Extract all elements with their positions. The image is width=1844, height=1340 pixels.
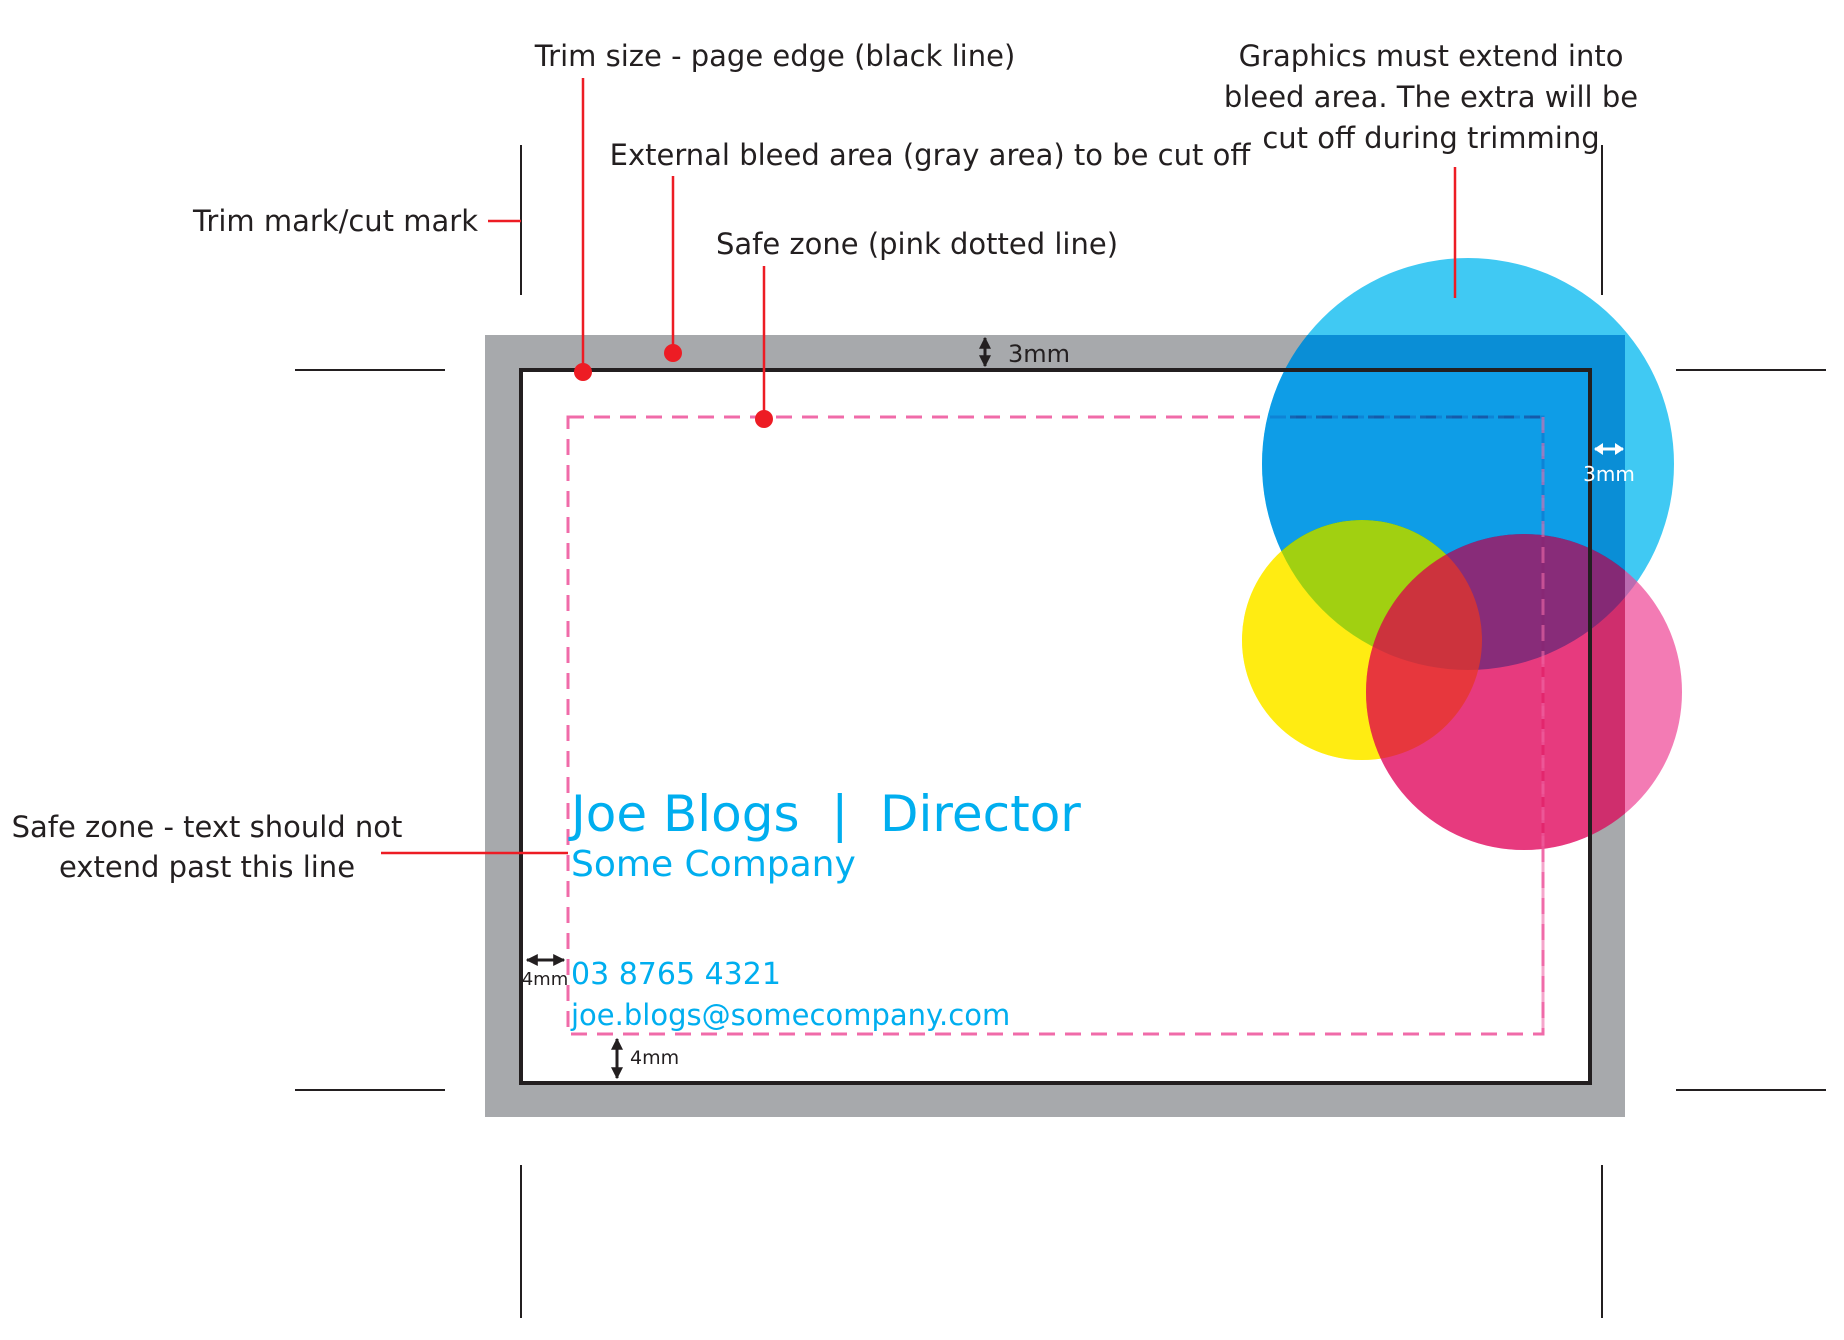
trim-marks (295, 145, 1826, 1318)
dot-trim-size (574, 363, 592, 381)
leader-dots (574, 344, 773, 428)
circle-graphics-outside (1242, 258, 1682, 850)
card-email: joe.blogs@somecompany.com (570, 998, 1010, 1032)
card-phone: 03 8765 4321 (571, 957, 781, 992)
label-graphics-line2: bleed area. The extra will be (1224, 80, 1638, 114)
dot-bleed-area (664, 344, 682, 362)
card-company: Some Company (571, 844, 856, 885)
dim-right-bleed: 3mm (1583, 443, 1635, 486)
dim-right-bleed-head-left (1594, 443, 1603, 455)
label-trim-mark: Trim mark/cut mark (192, 204, 478, 238)
dim-top-bleed-label: 3mm (1008, 340, 1070, 368)
label-trim-size: Trim size - page edge (black line) (534, 39, 1016, 73)
dim-bottom-safe-label: 4mm (630, 1047, 679, 1069)
dim-top-bleed: 3mm (979, 336, 1070, 368)
label-safe-zone: Safe zone (pink dotted line) (716, 227, 1118, 261)
leader-lines (381, 78, 1457, 855)
label-graphics-line1: Graphics must extend into (1239, 39, 1624, 73)
dim-left-safe-label: 4mm (522, 969, 569, 990)
dim-left-safe: 4mm (522, 954, 569, 990)
label-bleed-area: External bleed area (gray area) to be cu… (610, 138, 1252, 172)
dim-bottom-safe: 4mm (611, 1037, 679, 1080)
dim-right-bleed-label: 3mm (1583, 462, 1635, 486)
label-safe-text-line2: extend past this line (59, 850, 355, 884)
circle-magenta (1366, 534, 1682, 850)
label-graphics-line3: cut off during trimming (1262, 121, 1599, 155)
label-safe-text-line1: Safe zone - text should not (12, 810, 403, 844)
card-name-title: Joe Blogs | Director (568, 785, 1081, 843)
dim-right-bleed-head-right (1615, 443, 1624, 455)
trim-line (519, 368, 1592, 1085)
dot-safe-zone (755, 410, 773, 428)
